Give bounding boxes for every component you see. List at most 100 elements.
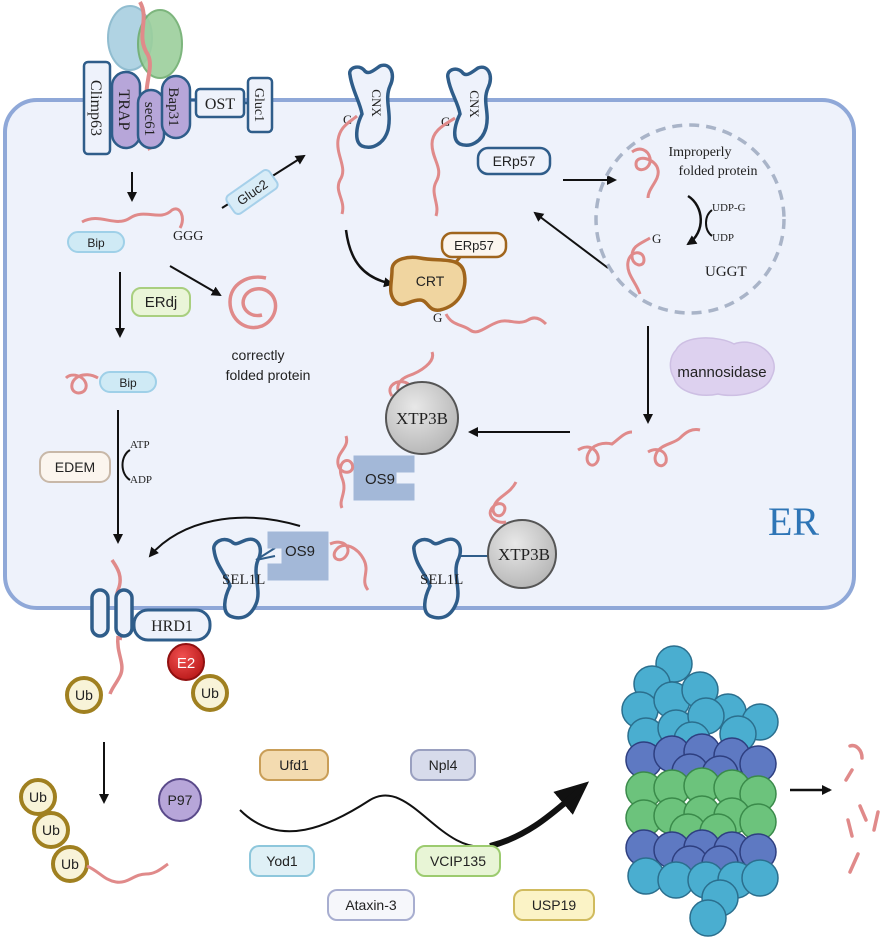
ub-1: Ub xyxy=(65,676,103,714)
protein-uggt-top xyxy=(631,147,660,199)
e2-enzyme: E2 xyxy=(167,643,205,681)
improperly-line1: Improperly xyxy=(669,145,732,160)
svg-text:Npl4: Npl4 xyxy=(429,757,458,773)
atp-adp-bracket xyxy=(121,449,131,481)
svg-text:Ub: Ub xyxy=(42,822,60,838)
os9-1 xyxy=(353,455,415,501)
correctly-folded-line2: folded protein xyxy=(226,367,311,383)
cnx-1 xyxy=(348,63,395,149)
arrow-to-folded xyxy=(169,265,222,297)
cnx-2-label: CNX xyxy=(467,90,482,118)
svg-text:XTP3B: XTP3B xyxy=(396,409,448,428)
protein-cnx2 xyxy=(430,116,456,217)
peptide-fragments xyxy=(844,743,880,874)
udp-label: UDP xyxy=(712,232,734,244)
arrow-from-uggt xyxy=(533,211,609,269)
xtp3b-2: XTP3B xyxy=(487,519,557,589)
adp-label: ADP xyxy=(130,474,152,486)
xtp3b-1: XTP3B xyxy=(385,381,459,455)
yod1: Yod1 xyxy=(249,845,315,877)
svg-text:Bap31: Bap31 xyxy=(165,87,181,126)
svg-text:P97: P97 xyxy=(168,792,193,808)
climp63-box: Climp63 xyxy=(82,60,112,156)
sel1l-2 xyxy=(412,537,463,620)
protein-cnx1 xyxy=(336,114,358,215)
mannosidase-label: mannosidase xyxy=(677,364,766,381)
cnx-2 xyxy=(446,65,493,147)
ub-2: Ub xyxy=(191,674,229,712)
os9-1-label: OS9 xyxy=(365,471,395,488)
g-cnx2: G xyxy=(441,114,450,129)
protein-xtp3b-2 xyxy=(488,481,518,524)
sel1l-2-label: SEL1L xyxy=(420,572,463,588)
p97: P97 xyxy=(158,778,202,822)
protein-crt xyxy=(444,313,548,334)
er-label: ER xyxy=(768,499,819,544)
g-cnx1: G xyxy=(343,112,352,127)
bap31-subunit: Bap31 xyxy=(160,74,192,140)
svg-text:OST: OST xyxy=(205,96,235,113)
uggt-cycle-arrow xyxy=(686,194,702,246)
npl4: Npl4 xyxy=(410,749,476,781)
sec61-subunit: sec61 xyxy=(136,88,166,150)
svg-text:sec61: sec61 xyxy=(141,102,157,136)
bip-top: Bip xyxy=(67,231,125,253)
udpg-label: UDP-G xyxy=(712,202,746,214)
svg-text:Gluc1: Gluc1 xyxy=(251,88,266,122)
ub-chain-substrate xyxy=(86,862,169,884)
svg-text:Ufd1: Ufd1 xyxy=(279,757,309,773)
ub-chain: Ub Ub Ub xyxy=(19,778,89,883)
bip-mid: Bip xyxy=(99,371,157,393)
svg-text:USP19: USP19 xyxy=(532,897,577,913)
protein-uggt-bottom xyxy=(626,236,651,295)
erp57-crt: ERp57 xyxy=(440,231,508,259)
trap-subunit: TRAP xyxy=(110,70,142,150)
correctly-folded-line1: correctly xyxy=(232,347,285,363)
hrd1-channel xyxy=(90,588,134,638)
protein-bip-mid xyxy=(64,373,99,395)
protein-os9-1 xyxy=(336,435,355,509)
svg-text:Climp63: Climp63 xyxy=(87,80,104,136)
protein-hrd1-cyto xyxy=(108,635,124,695)
sel1l-1-label: SEL1L xyxy=(222,572,265,588)
svg-text:Yod1: Yod1 xyxy=(266,853,298,869)
svg-text:ERp57: ERp57 xyxy=(493,153,536,169)
svg-text:Bip: Bip xyxy=(119,376,137,390)
udp-bracket xyxy=(705,209,713,237)
erdj-box: ERdj xyxy=(131,287,191,317)
svg-text:TRAP: TRAP xyxy=(115,90,132,131)
ataxin3: Ataxin-3 xyxy=(327,889,415,921)
svg-text:EDEM: EDEM xyxy=(55,459,95,475)
svg-text:Ub: Ub xyxy=(75,687,93,703)
svg-text:Ub: Ub xyxy=(61,856,79,872)
crt xyxy=(388,255,467,312)
arrow-cnx-to-crt xyxy=(344,229,394,288)
svg-text:XTP3B: XTP3B xyxy=(498,545,550,564)
edem-box: EDEM xyxy=(39,451,111,483)
svg-text:Bip: Bip xyxy=(87,236,105,250)
svg-text:Ataxin-3: Ataxin-3 xyxy=(345,897,397,913)
g-uggt: G xyxy=(652,231,661,246)
uggt-label: UGGT xyxy=(705,264,747,280)
arrow-sel1l-to-hrd1 xyxy=(148,516,301,558)
svg-text:Ub: Ub xyxy=(29,789,47,805)
hrd1-box: HRD1 xyxy=(132,608,212,642)
protein-mannosidase-1 xyxy=(577,430,633,467)
ggg-label: GGG xyxy=(173,229,203,244)
protein-mannosidase-2 xyxy=(647,428,701,468)
sel1l-1 xyxy=(212,537,263,620)
os9-2 xyxy=(267,531,329,581)
ufd1: Ufd1 xyxy=(259,749,329,781)
proteasome xyxy=(621,645,779,937)
atp-label: ATP xyxy=(130,439,150,451)
vcip135: VCIP135 xyxy=(415,845,501,877)
protein-bip-top xyxy=(81,207,184,229)
cnx-1-label: CNX xyxy=(369,89,384,117)
ribosome xyxy=(107,5,183,79)
g-crt: G xyxy=(433,310,442,325)
wave-arrow-thick xyxy=(489,787,582,849)
svg-text:Ub: Ub xyxy=(201,685,219,701)
improperly-line2: folded protein xyxy=(679,164,758,179)
gluc1-box: Gluc1 xyxy=(246,76,274,134)
